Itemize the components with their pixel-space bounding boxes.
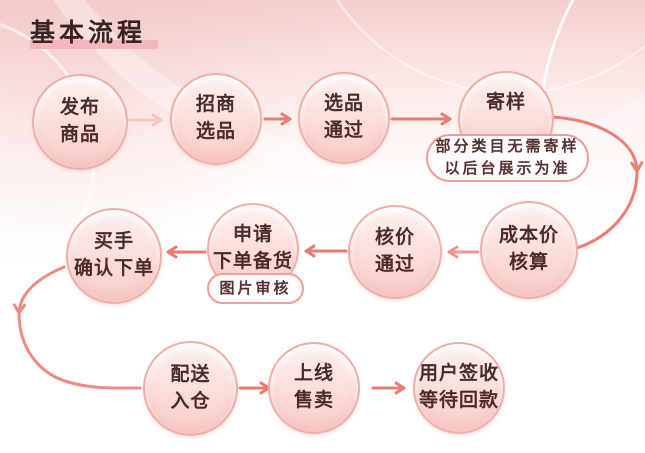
page-title-block: 基本流程 <box>30 13 158 49</box>
arrow-curve-buyer-to-delivery-1 <box>12 265 66 315</box>
node-label-line: 选品 <box>323 93 364 115</box>
note-sample-requirement: 部分类目无需寄样 以后台展示为准 <box>426 134 589 182</box>
node-label-line: 通过 <box>374 254 415 275</box>
node-label-line: 入仓 <box>170 390 211 412</box>
note-image-review: 图片审核 <box>207 273 304 304</box>
arrow-curve-sample-to-cost-1 <box>550 115 644 173</box>
node-label-line: 申请 <box>232 224 273 246</box>
flow-node-selection-passed: 选品 通过 <box>298 72 390 164</box>
page-title: 基本流程 <box>30 19 147 47</box>
node-label-line: 确认下单 <box>73 258 154 279</box>
node-label-line: 配送 <box>170 363 211 385</box>
node-label-line: 下单备货 <box>212 251 293 272</box>
node-label-line: 买手 <box>93 231 134 253</box>
flow-node-cost-accounting: 成本价 核算 <box>480 201 578 299</box>
flow-node-buyer-confirm-order: 买手 确认下单 <box>66 208 162 304</box>
note-line: 部分类目无需寄样 <box>435 138 580 156</box>
node-label-line: 售卖 <box>293 390 334 411</box>
flow-node-publish-product: 发布 商品 <box>32 74 128 170</box>
node-label-line: 通过 <box>323 120 364 141</box>
node-label-line: 上线 <box>293 363 334 385</box>
node-label-line: 等待回款 <box>418 390 499 411</box>
flow-node-user-receipt: 用户签收 等待回款 <box>413 342 505 434</box>
note-line: 图片审核 <box>219 279 292 297</box>
flow-node-merchant-selection: 招商 选品 <box>170 73 262 165</box>
node-label-line: 选品 <box>195 121 236 142</box>
flow-node-price-check-passed: 核价 通过 <box>348 205 442 299</box>
flow-node-delivery-warehouse: 配送 入仓 <box>143 341 238 436</box>
node-label-line: 核价 <box>374 227 415 249</box>
note-line: 以后台展示为准 <box>444 160 571 177</box>
node-label-line: 商品 <box>59 124 100 145</box>
arrow-curve-buyer-to-delivery-2 <box>17 311 142 390</box>
node-label-line: 用户签收 <box>418 363 499 385</box>
node-label-line: 核算 <box>508 252 549 273</box>
flow-node-online-sale: 上线 售卖 <box>268 342 360 434</box>
node-label-line: 发布 <box>59 97 100 119</box>
node-label-line: 成本价 <box>498 225 559 247</box>
node-label-line: 招商 <box>195 94 236 116</box>
arrow-curve-sample-to-cost-2 <box>575 169 639 250</box>
node-label-line: 寄样 <box>485 92 526 113</box>
